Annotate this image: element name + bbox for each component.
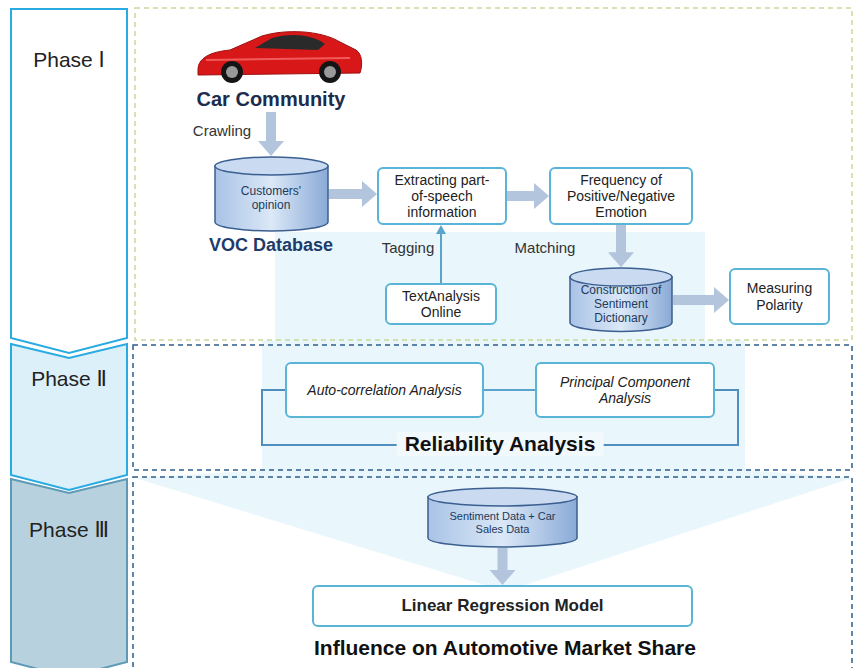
chevron-path xyxy=(11,9,127,353)
phase-title: Phase Ⅲ xyxy=(29,518,109,542)
arrow-head xyxy=(490,570,516,585)
arrow-head xyxy=(714,287,729,313)
arrow-head xyxy=(608,252,634,267)
flow-connector xyxy=(608,225,634,267)
connector-line xyxy=(673,295,716,305)
connector-line xyxy=(498,548,508,572)
flow-connector xyxy=(507,183,549,209)
process-box: Frequency of Positive/Negative Emotion xyxy=(549,167,693,225)
process-box: Principal Component Analysis xyxy=(535,362,715,418)
cylinder-top xyxy=(428,488,577,506)
phase-chevron: Phase Ⅰ xyxy=(10,8,128,354)
node-text: Construction of Sentiment Dictionary xyxy=(579,284,663,325)
phase-region xyxy=(133,477,852,668)
process-box: TextAnalysis Online xyxy=(385,283,497,325)
arrow-head xyxy=(436,225,446,234)
connector-line xyxy=(329,189,364,199)
chevron-path xyxy=(11,479,127,668)
node-text: Frequency of Positive/Negative Emotion xyxy=(559,172,683,220)
source-heading: Car Community xyxy=(183,86,359,112)
connector-line xyxy=(484,389,535,391)
chevron-path xyxy=(11,344,127,490)
phase-region xyxy=(135,8,852,340)
arrow-head xyxy=(258,141,284,156)
cylinder-body xyxy=(570,277,672,331)
edge-label: Crawling xyxy=(191,122,253,139)
edge-label: Matching xyxy=(513,239,578,256)
chevron-outline xyxy=(10,343,128,491)
node-text: Customers' opinion xyxy=(224,185,319,213)
process-box: Auto-correlation Analysis xyxy=(285,362,484,418)
database-cylinder: Sentiment Data + Car Sales Data xyxy=(427,487,578,548)
arrow-head xyxy=(534,183,549,209)
car-illustration xyxy=(198,32,362,83)
edge-label: Reliability Analysis xyxy=(397,432,604,456)
phase-region xyxy=(133,345,852,470)
flow-connector xyxy=(490,548,516,585)
phase-chevron: Phase Ⅲ xyxy=(10,478,128,668)
node-text: Measuring Polarity xyxy=(739,280,820,312)
flow-funnel xyxy=(135,232,852,586)
process-box: Linear Regression Model xyxy=(312,585,693,627)
edge-label: Tagging xyxy=(380,239,437,256)
flow-connector xyxy=(258,112,284,156)
process-box: Measuring Polarity xyxy=(729,268,830,325)
node-text: Principal Component Analysis xyxy=(545,374,705,406)
node-text: Linear Regression Model xyxy=(401,596,603,616)
connector-line xyxy=(440,233,442,283)
node-text: Sentiment Data + Car Sales Data xyxy=(437,510,568,535)
database-cylinder: Construction of Sentiment Dictionary xyxy=(569,267,673,332)
node-text: Extracting part-of-speech information xyxy=(387,172,497,220)
connector-line xyxy=(507,191,536,201)
phase-chevron: Phase Ⅱ xyxy=(10,343,128,491)
flow-connector xyxy=(484,390,535,391)
flow-connector xyxy=(436,225,446,283)
connector-line xyxy=(266,112,276,143)
phase-title: Phase Ⅱ xyxy=(31,367,107,391)
flow-connector xyxy=(329,181,378,207)
database-heading: VOC Database xyxy=(209,235,333,256)
node-text: Car Community xyxy=(197,88,346,111)
process-box: Extracting part-of-speech information xyxy=(377,167,507,225)
flow-connector xyxy=(673,287,729,313)
node-text: Auto-correlation Analysis xyxy=(307,382,461,398)
cylinder-top xyxy=(215,157,328,175)
phase-title: Phase Ⅰ xyxy=(33,48,105,72)
database-cylinder: Customers' opinionVOC Database xyxy=(214,156,329,232)
result-caption: Influence on Automotive Market Share xyxy=(314,636,696,660)
arrow-head xyxy=(362,181,377,207)
node-text: TextAnalysis Online xyxy=(395,288,487,320)
chevron-outline xyxy=(10,478,128,668)
connector-line xyxy=(616,225,626,254)
